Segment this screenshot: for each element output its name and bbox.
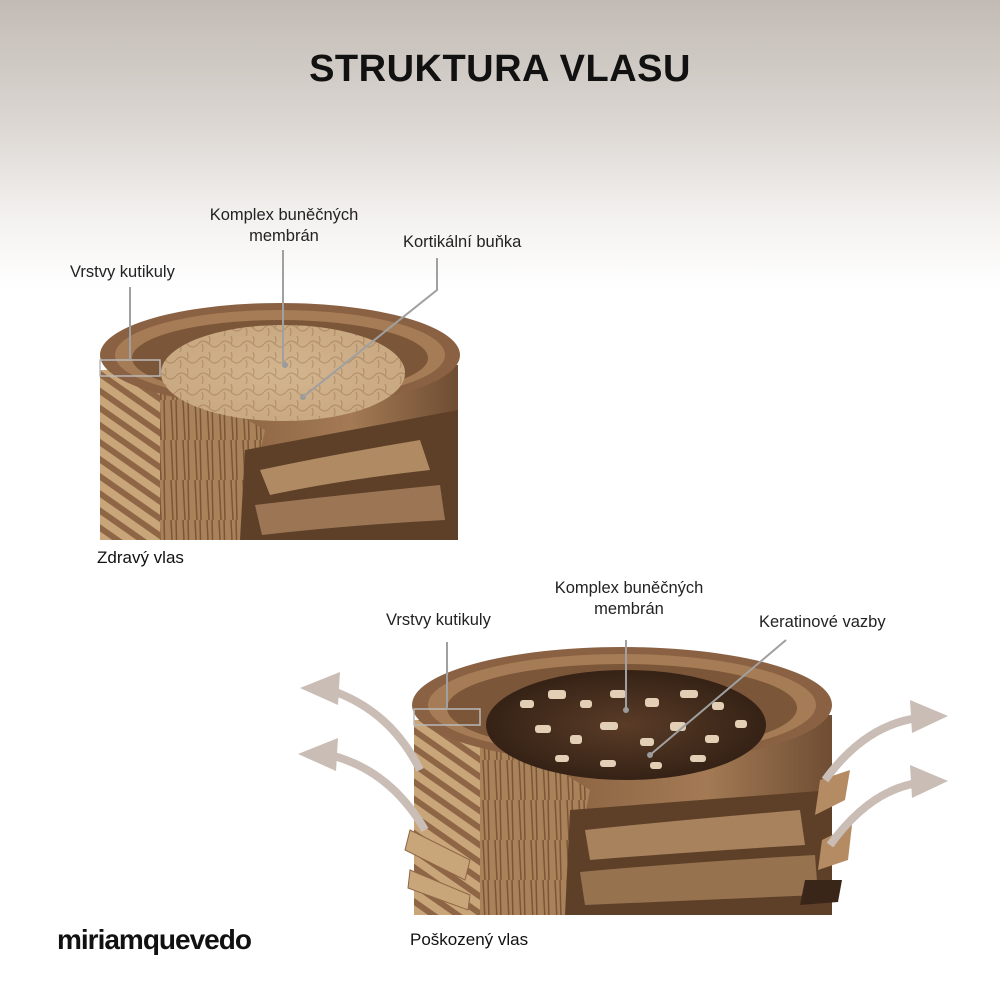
damaged-label-membrane-line2: membrán <box>594 599 664 618</box>
damaged-leader-lines <box>446 639 787 756</box>
healthy-label-membrane-line1: Komplex buněčných <box>209 206 359 224</box>
damaged-hair-illustration <box>404 647 852 915</box>
page-title: STRUKTURA VLASU <box>309 48 691 90</box>
healthy-label-membrane: Komplex buněčných membrán <box>193 205 375 246</box>
healthy-label-membrane-line2: membrán <box>249 226 319 245</box>
damaged-caption: Poškozený vlas <box>410 930 529 949</box>
brand-logo: miriamquevedo <box>57 924 252 955</box>
damaged-label-cuticle: Vrstvy kutikuly <box>386 611 491 629</box>
damaged-label-keratin: Keratinové vazby <box>759 613 886 631</box>
healthy-label-cuticle: Vrstvy kutikuly <box>70 263 175 281</box>
healthy-label-cortical: Kortikální buňka <box>403 233 522 251</box>
damaged-label-membrane-line1: Komplex buněčných <box>554 579 704 597</box>
healthy-leader-lines <box>129 250 438 398</box>
healthy-caption: Zdravý vlas <box>97 548 184 567</box>
damaged-label-membrane: Komplex buněčných membrán <box>538 578 720 619</box>
damage-arrows <box>298 672 948 848</box>
healthy-hair-illustration <box>99 303 460 540</box>
